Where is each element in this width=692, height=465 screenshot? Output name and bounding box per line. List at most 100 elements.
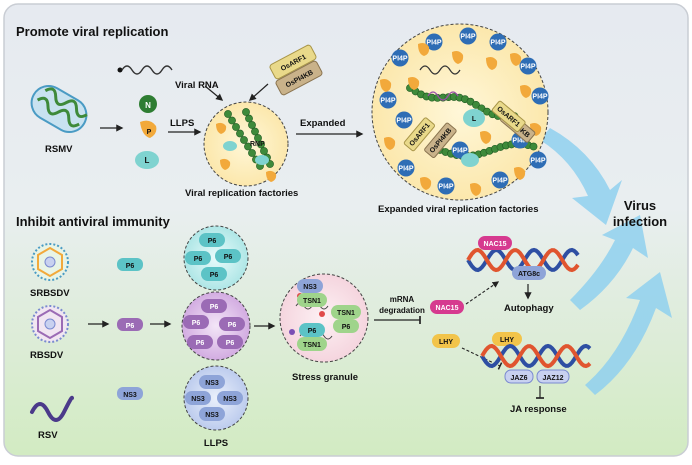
p6-purple-label-0: P6 <box>210 304 219 311</box>
srbsdv-virion-icon <box>31 243 69 281</box>
p6-protein-srbsdv <box>117 258 143 271</box>
viral-rna-strand <box>121 65 173 75</box>
pi4p-label-13: PI4P <box>530 158 546 165</box>
srbsdv-label: SRBSDV <box>30 288 70 299</box>
l-protein-icon <box>135 151 159 169</box>
section-title-promote: Promote viral replication <box>16 24 168 39</box>
lhy-protein-dna <box>492 332 522 346</box>
stress-granule-label: Stress granule <box>292 372 358 383</box>
p6-cyan-label-2: P6 <box>224 254 233 261</box>
sg-p6-right-label: P6 <box>342 324 351 331</box>
virus-infection-line2: infection <box>613 214 667 229</box>
rna-5prime-cap <box>117 67 123 73</box>
p6-label-rbsdv: P6 <box>126 323 135 330</box>
atg8c-label: ATG8c <box>518 271 540 278</box>
l-protein-label: L <box>145 156 150 165</box>
sg-tsn1-label-2: TSN1 <box>303 342 321 349</box>
pi4p-label-1: PI4P <box>460 34 476 41</box>
n-protein-label: N <box>145 101 151 110</box>
lhy-label-dna: LHY <box>500 337 514 344</box>
p6-purple-label-3: P6 <box>196 340 205 347</box>
p6-cyan-label-0: P6 <box>208 238 217 245</box>
pi4p-label-11: PI4P <box>438 184 454 191</box>
p6-cyan-label-1: P6 <box>194 256 203 263</box>
jaz6-label: JAZ6 <box>510 375 527 382</box>
expanded-factories-label: Expanded viral replication factories <box>378 204 539 215</box>
rbsdv-label: RBSDV <box>30 350 64 361</box>
section-title-inhibit: Inhibit antiviral immunity <box>16 214 171 229</box>
expanded-l-label: L <box>472 116 477 123</box>
virus-infection-line1: Virus <box>624 198 656 213</box>
mrna-degradation-line2: degradation <box>379 306 425 315</box>
big-arrow-bottom <box>585 272 672 395</box>
pi4p-label-12: PI4P <box>492 178 508 185</box>
lhy-label-small: LHY <box>439 339 453 346</box>
ns3-blue-label-0: NS3 <box>205 380 219 387</box>
sg-p6-label: P6 <box>308 328 317 335</box>
autophagy-label: Autophagy <box>504 303 554 314</box>
p6-label-srbsdv: P6 <box>126 263 135 270</box>
big-arrow-top <box>540 128 622 225</box>
p6-purple-label-4: P6 <box>226 340 235 347</box>
nac15-protein-small <box>430 300 464 314</box>
atg8c-protein <box>512 266 546 280</box>
dna-helix-lhy <box>480 343 592 369</box>
llps-bottom-label: LLPS <box>204 438 228 449</box>
rsv-virion-icon <box>30 395 74 422</box>
viral-replication-factory-droplet: RNP <box>203 101 289 187</box>
n-protein-icon <box>139 95 157 113</box>
expanded-label: Expanded <box>300 118 346 129</box>
pi4p-label-2: PI4P <box>490 40 506 47</box>
pi4p-label-6: PI4P <box>396 118 412 125</box>
sg-ns3-label: NS3 <box>303 284 317 291</box>
ns3-label-rsv: NS3 <box>123 392 137 399</box>
arrow-osarf1-to-factory <box>248 83 269 101</box>
ja-response-label: JA response <box>510 404 567 415</box>
p6-protein-rbsdv <box>117 318 143 331</box>
llps-arrow-label: LLPS <box>170 118 194 129</box>
jaz12-label: JAZ12 <box>542 375 563 382</box>
pi4p-label-7: PI4P <box>532 94 548 101</box>
arrow-nac15-to-dna <box>465 281 500 305</box>
osarf1-ospi4kb-complex: OsARF1 OsPI4KB <box>269 44 323 96</box>
arrow-rna-to-factory <box>204 85 224 101</box>
pi4p-label-9: PI4P <box>452 148 468 155</box>
background-panel <box>3 3 689 457</box>
jaz12-protein <box>536 369 570 384</box>
viral-rna-label: Viral RNA <box>175 80 219 91</box>
dna-helix-nac15 <box>466 247 580 273</box>
rbsdv-virion-icon <box>31 305 69 343</box>
nac15-protein-dna <box>478 236 512 250</box>
p6-purple-label-2: P6 <box>228 322 237 329</box>
pi4p-label-0: PI4P <box>426 40 442 47</box>
ns3-blue-label-1: NS3 <box>191 396 205 403</box>
mrna-degradation-line1: mRNA <box>390 295 415 304</box>
ns3-blue-label-2: NS3 <box>223 396 237 403</box>
p6-purple-label-1: P6 <box>192 320 201 327</box>
lhy-protein-small <box>432 334 460 348</box>
nac15-label-small: NAC15 <box>436 305 459 312</box>
ns3-protein-rsv <box>117 387 143 400</box>
sg-tsn1-label-1: TSN1 <box>337 310 355 317</box>
big-arrow-middle <box>570 215 648 310</box>
replication-factories-label: Viral replication factories <box>185 188 298 199</box>
nac15-label-dna: NAC15 <box>484 241 507 248</box>
rsmv-virion-icon <box>30 85 88 133</box>
rsmv-label: RSMV <box>45 144 73 155</box>
p6-cyan-label-3: P6 <box>210 272 219 279</box>
pi4p-label-4: PI4P <box>520 64 536 71</box>
ns3-blue-label-3: NS3 <box>205 412 219 419</box>
pi4p-label-10: PI4P <box>398 166 414 173</box>
pi4p-label-5: PI4P <box>380 98 396 105</box>
rnp-label: RNP <box>250 141 265 148</box>
sg-tsn1-label-0: TSN1 <box>303 298 321 305</box>
jaz6-protein <box>504 369 534 384</box>
p-protein-icon <box>140 120 157 138</box>
p-protein-label: P <box>147 129 152 136</box>
pi4p-label-3: PI4P <box>392 56 408 63</box>
